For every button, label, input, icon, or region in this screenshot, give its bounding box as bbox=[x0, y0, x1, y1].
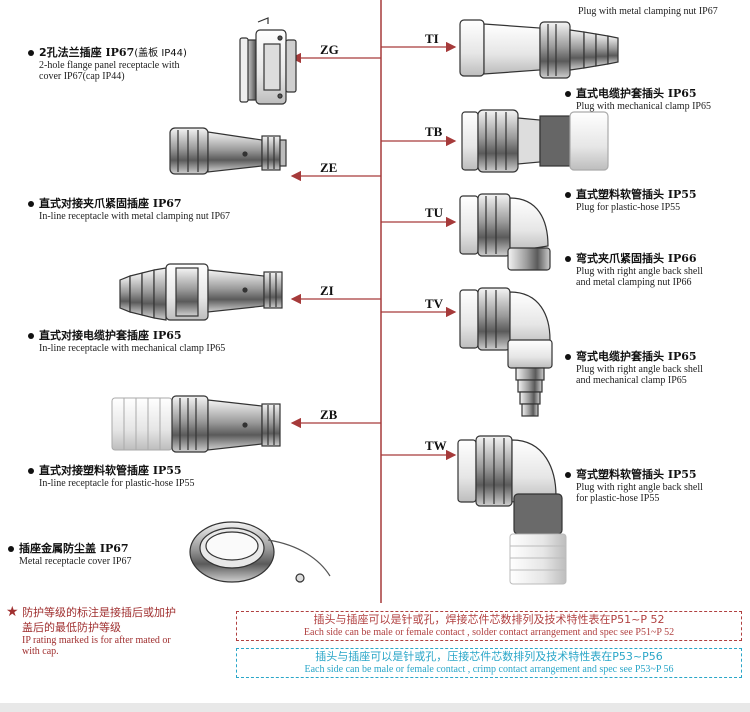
label-ze: 直式对接夹爪紧固插座 IP67 In-line receptacle with … bbox=[28, 195, 288, 222]
bullet-icon bbox=[28, 333, 34, 339]
label-tb: 直式电缆护套插头 IP65 Plug with mechanical clamp… bbox=[565, 85, 750, 112]
bullet-icon bbox=[565, 192, 571, 198]
label-tw: 弯式塑料软管插头 IP55 Plug with right angle back… bbox=[565, 466, 750, 504]
label-zb: 直式对接塑料软管插座 IP55 In-line receptacle for p… bbox=[28, 462, 288, 489]
bullet-icon bbox=[28, 50, 34, 56]
code-ze: ZE bbox=[320, 160, 338, 175]
label-zg: 2孔法兰插座 IP67(盖板 IP44) 2-hole flange panel… bbox=[28, 44, 248, 82]
code-ti: TI bbox=[425, 31, 439, 46]
label-cover: 插座金属防尘盖 IP67 Metal receptacle cover IP67 bbox=[8, 540, 188, 567]
zi-receptacle-image bbox=[119, 263, 283, 321]
metal-cover-image bbox=[189, 521, 331, 583]
crimp-contact-note: 插头与插座可以是针或孔，压接芯件芯数排列及技术特性表在P53~P56 Each … bbox=[236, 648, 742, 678]
bullet-icon bbox=[565, 256, 571, 262]
label-zi: 直式对接电缆护套插座 IP65 In-line receptacle with … bbox=[28, 327, 288, 354]
label-tv: 弯式电缆护套插头 IP65 Plug with right angle back… bbox=[565, 348, 750, 386]
code-zi: ZI bbox=[320, 283, 334, 298]
tw-plug-image bbox=[457, 435, 563, 535]
code-tu: TU bbox=[425, 205, 444, 220]
bullet-icon bbox=[28, 468, 34, 474]
tb-plug-image bbox=[461, 109, 609, 173]
bullet-icon bbox=[565, 472, 571, 478]
code-tw: TW bbox=[425, 438, 447, 453]
ze-receptacle-image bbox=[169, 127, 287, 175]
bullet-icon bbox=[28, 201, 34, 207]
zg-receptacle-image bbox=[239, 17, 297, 105]
star-icon: ★ bbox=[6, 604, 19, 620]
zb-receptacle-image bbox=[111, 397, 173, 451]
bullet-icon bbox=[8, 546, 14, 552]
bullet-icon bbox=[565, 91, 571, 97]
solder-contact-note: 插头与插座可以是针或孔，焊接芯件芯数排列及技术特性表在P51~P 52 Each… bbox=[236, 611, 742, 641]
code-tb: TB bbox=[425, 124, 443, 139]
label-tu: 直式塑料软管插头 IP55 Plug for plastic-hose IP55 bbox=[565, 186, 750, 213]
code-zg: ZG bbox=[320, 42, 339, 57]
bullet-icon bbox=[565, 354, 571, 360]
ip-rating-note: ★ 防护等级的标注是接插后或加护 盖后的最低防护等级 IP rating mar… bbox=[6, 604, 177, 658]
tu-plug-image bbox=[459, 193, 551, 271]
tv-plug-image bbox=[459, 287, 553, 417]
code-tv: TV bbox=[425, 296, 444, 311]
label-ti: Plug with metal clamping nut IP67 bbox=[578, 6, 718, 17]
footer-bar bbox=[0, 703, 750, 712]
ti-plug-image bbox=[459, 19, 619, 79]
code-zb: ZB bbox=[320, 407, 338, 422]
label-clamp-nut-angle: 弯式夹爪紧固插头 IP66 Plug with right angle back… bbox=[565, 250, 750, 288]
